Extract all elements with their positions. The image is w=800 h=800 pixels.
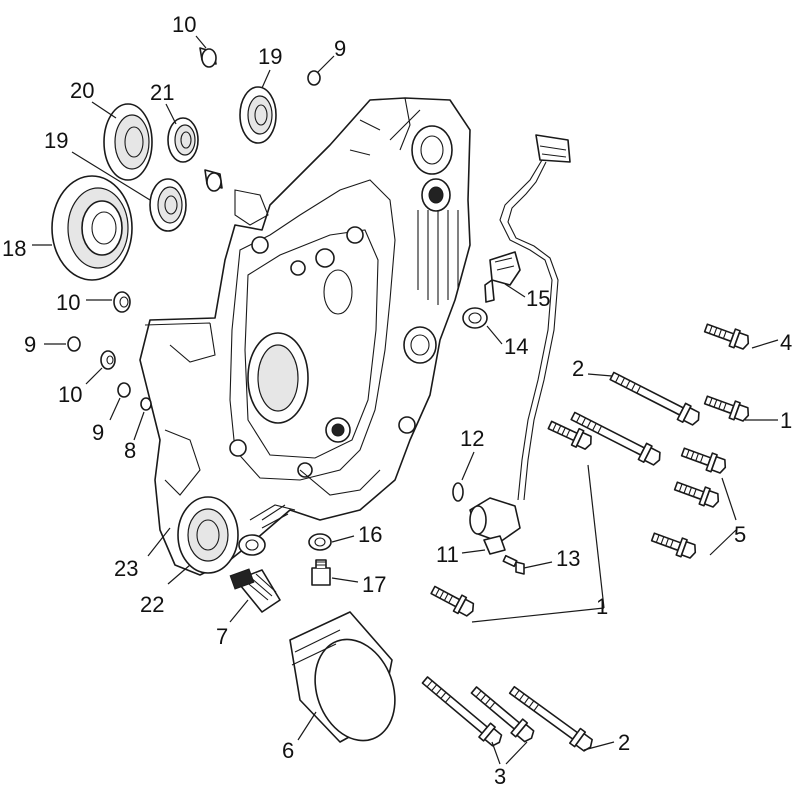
callout-1: 1 <box>596 594 608 619</box>
pin-icon <box>307 70 321 86</box>
flange-bolt-icon <box>427 581 478 620</box>
callout-10: 10 <box>56 290 80 315</box>
callout-2: 2 <box>572 356 584 381</box>
callout-5: 5 <box>734 522 746 547</box>
o-ring-icon <box>452 482 464 502</box>
dowel-pin-icon <box>113 291 131 313</box>
callout-10: 10 <box>58 382 82 407</box>
washer-icon <box>308 533 332 551</box>
callout-3: 3 <box>494 764 506 789</box>
flange-bolt-icon <box>702 390 753 425</box>
callout-7: 7 <box>216 624 228 649</box>
callout-1: 1 <box>780 408 792 433</box>
callout-13: 13 <box>556 546 580 571</box>
callout-8: 8 <box>124 438 136 463</box>
washer-icon <box>462 307 488 329</box>
flange-bolt-icon <box>672 476 723 511</box>
flange-bolt-icon <box>702 318 753 353</box>
speed-sensor-icon <box>469 497 521 555</box>
crankcase-cover-icon <box>139 97 471 576</box>
dowel-pin-icon <box>204 169 223 192</box>
callout-11: 11 <box>436 542 459 567</box>
ball-bearing-icon <box>51 175 133 281</box>
small-bolt-icon <box>502 554 525 575</box>
leader-lines <box>32 35 779 765</box>
dowel-pin-icon <box>199 47 217 68</box>
flange-bolt-icon <box>679 442 730 477</box>
callout-17: 17 <box>362 572 386 597</box>
callout-19: 19 <box>44 128 68 153</box>
oil-filter-icon <box>289 611 396 743</box>
callout-19: 19 <box>258 44 282 69</box>
oil-strainer-cap-icon <box>229 568 281 613</box>
callout-10: 10 <box>172 12 196 37</box>
callout-22: 22 <box>140 592 164 617</box>
callout-9: 9 <box>334 36 346 61</box>
callout-18: 18 <box>2 236 26 261</box>
cap-icon <box>484 251 521 303</box>
ball-bearing-icon <box>103 103 153 181</box>
ball-bearing-icon <box>149 178 187 232</box>
callout-16: 16 <box>358 522 382 547</box>
flange-bolt-icon <box>505 681 597 756</box>
callout-14: 14 <box>504 334 528 359</box>
callout-21: 21 <box>150 80 174 105</box>
sensor-connector-icon <box>499 134 571 501</box>
drain-plug-icon <box>311 559 331 586</box>
dowel-pin-icon <box>100 350 116 370</box>
pin-icon <box>67 336 81 352</box>
flange-bolt-icon <box>467 682 539 746</box>
callout-4: 4 <box>780 330 792 355</box>
callout-2: 2 <box>618 730 630 755</box>
callout-12: 12 <box>460 426 484 451</box>
pin-icon <box>117 382 131 398</box>
flange-bolt-icon <box>607 367 704 429</box>
callout-9: 9 <box>24 332 36 357</box>
ball-bearing-icon <box>167 117 199 163</box>
ball-bearing-icon <box>239 86 277 144</box>
callout-6: 6 <box>282 738 294 763</box>
oil-seal-ring-icon <box>177 496 289 574</box>
callout-9: 9 <box>92 420 104 445</box>
callout-20: 20 <box>70 78 94 103</box>
o-ring-icon <box>140 397 152 411</box>
flange-bolt-icon <box>649 527 700 562</box>
callout-labels: 10 19 9 20 21 19 18 10 9 10 9 8 23 22 7 … <box>2 12 792 789</box>
callout-15: 15 <box>526 286 550 311</box>
callout-23: 23 <box>114 556 138 581</box>
